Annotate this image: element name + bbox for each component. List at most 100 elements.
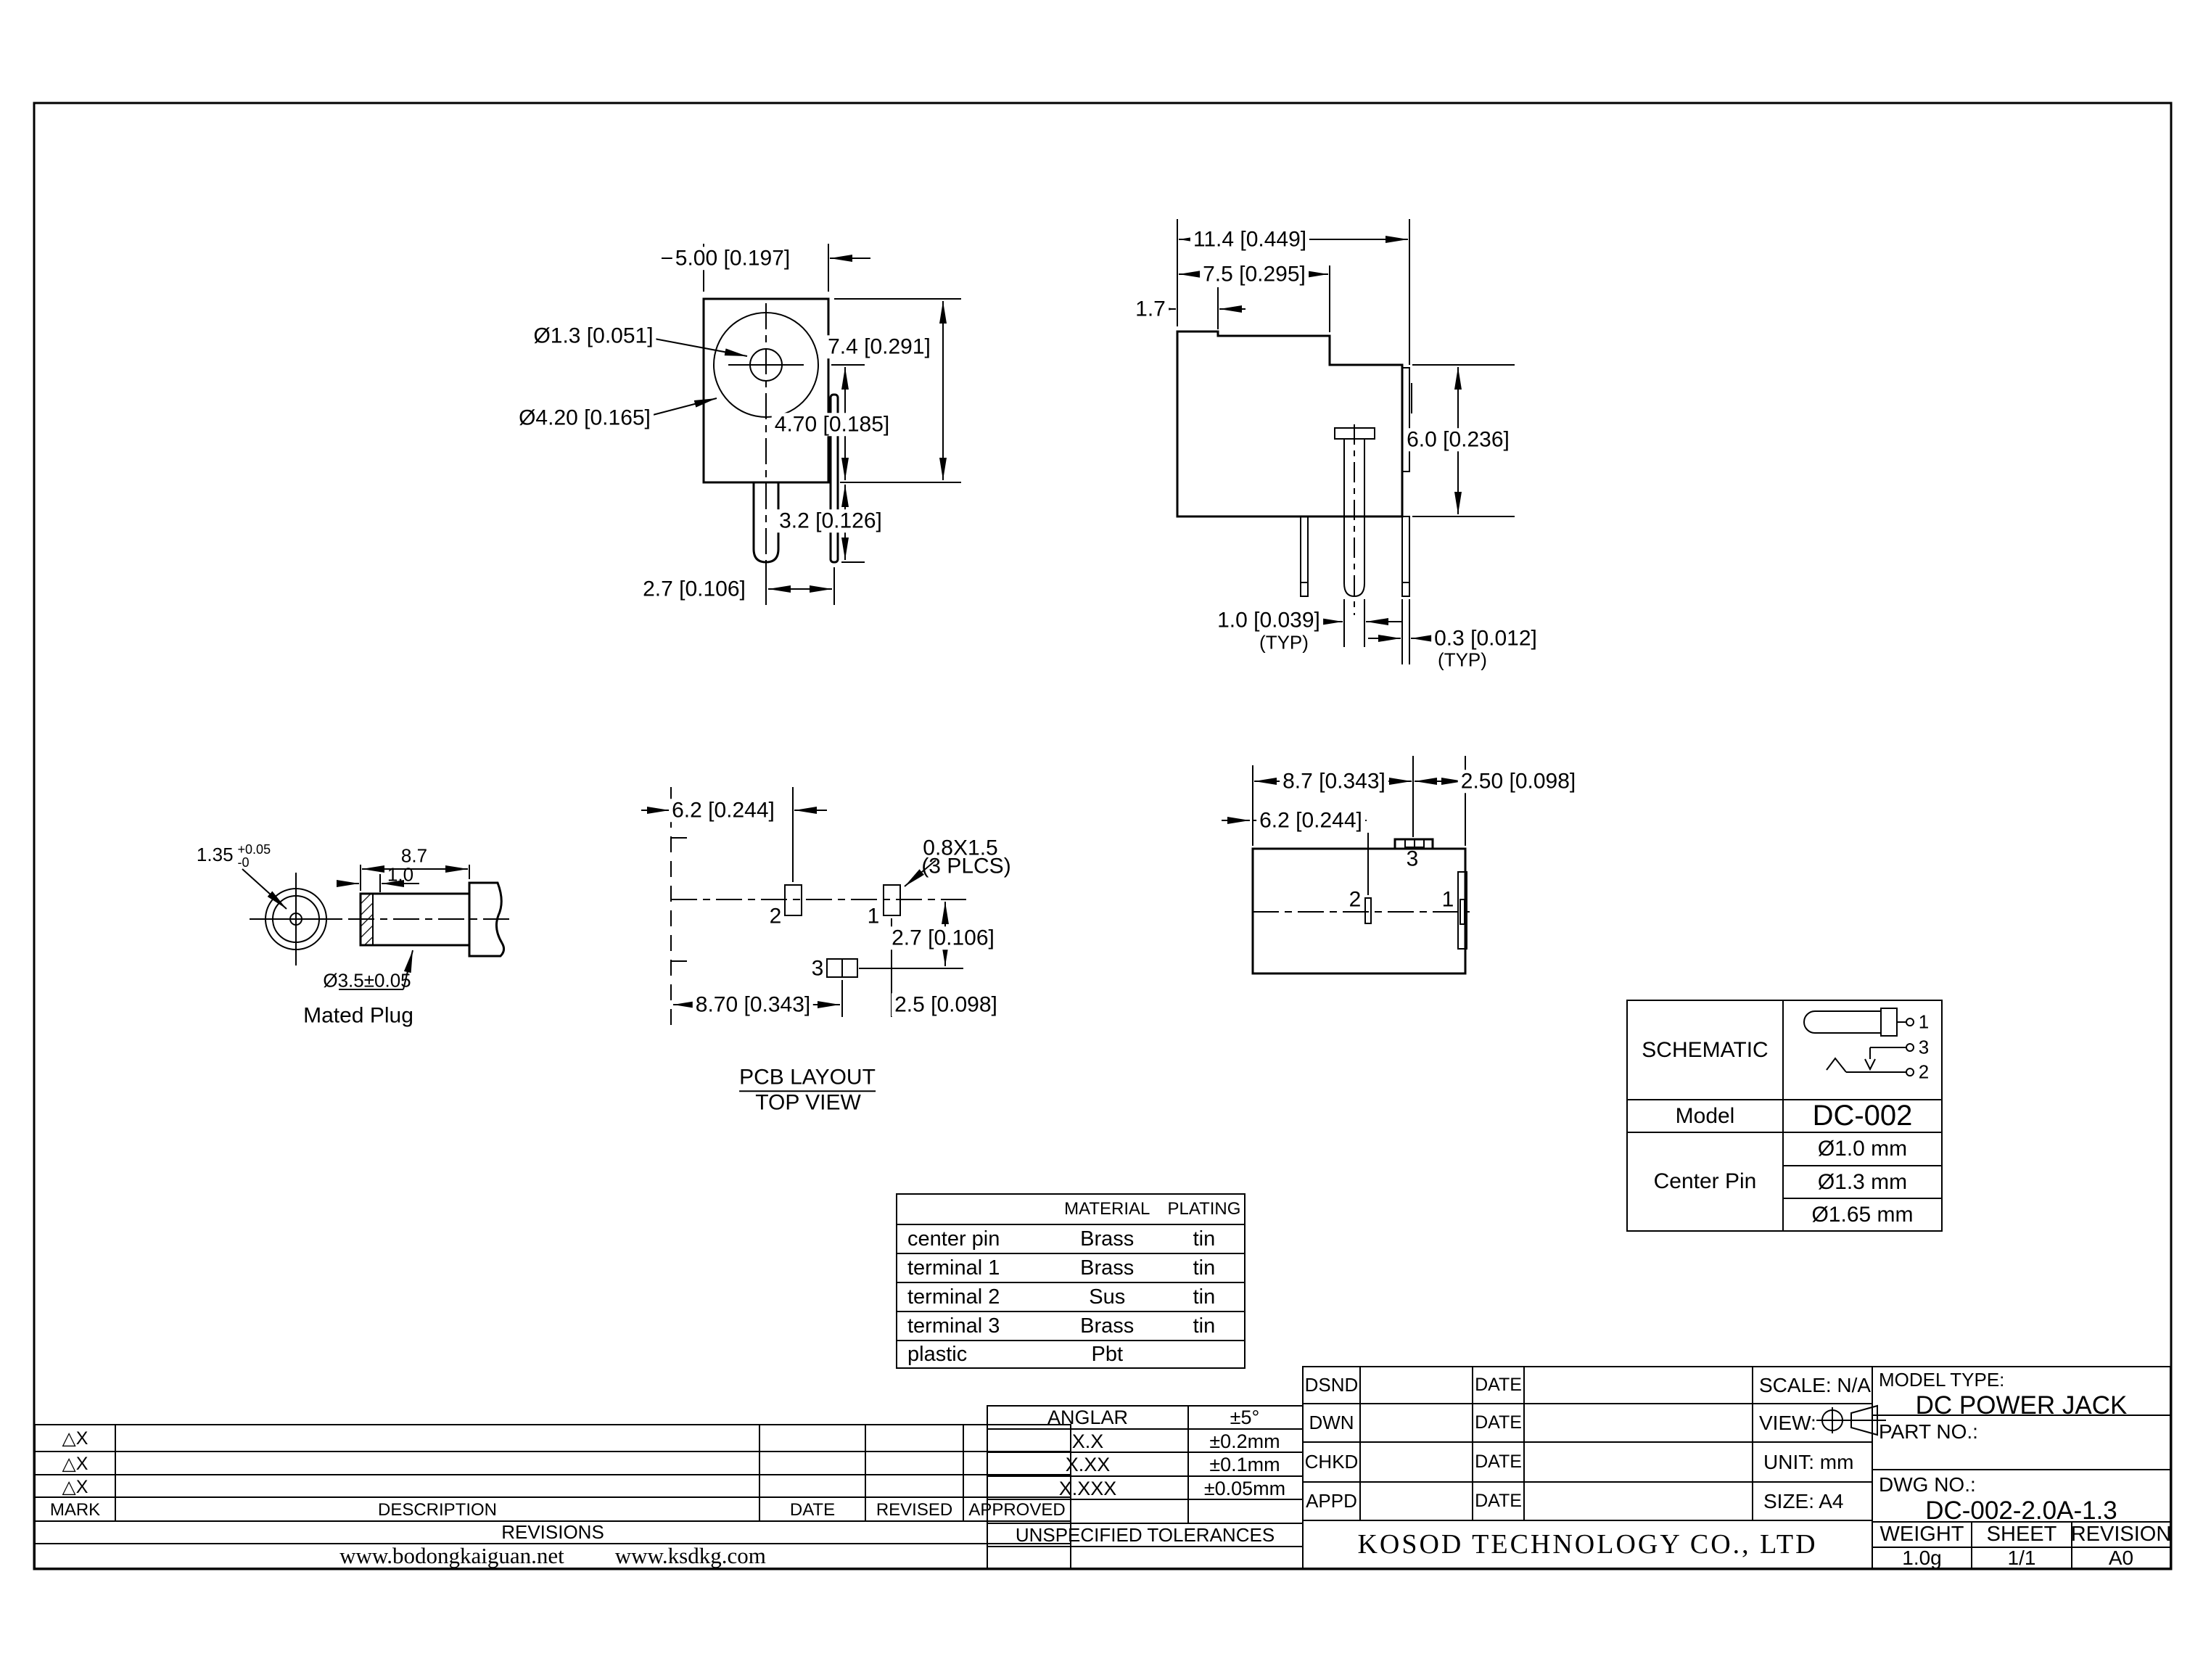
schematic-pin-option-3: Ø1.65 mm: [1782, 1198, 1941, 1230]
title-dsnd-label: DSND: [1304, 1374, 1359, 1396]
dim-front-height: 7.4 [0.291]: [825, 335, 934, 358]
schematic-node-2: 2: [1918, 1061, 1930, 1083]
company-name: KOSOD TECHNOLOGY CO., LTD: [1304, 1520, 1872, 1568]
material-plating: tin: [1193, 1227, 1216, 1251]
material-header-material: MATERIAL: [1064, 1199, 1150, 1219]
title-unit: UNIT: mm: [1752, 1441, 1872, 1481]
dim-plug-inner-dia: 1.35+0.05-0: [197, 843, 271, 869]
pcb-title: PCB LAYOUT: [739, 1066, 876, 1092]
tolerance-value: ±0.1mm: [1209, 1454, 1280, 1475]
sheet-value: 1/1: [1971, 1547, 2071, 1568]
material-part: terminal 3: [907, 1314, 1000, 1338]
revision-mark: △X: [62, 1454, 88, 1474]
revisions-urls-row: www.bodongkaiguan.net www.ksdkg.com: [36, 1543, 1070, 1568]
title-size: SIZE: A4: [1752, 1481, 1872, 1520]
dim-front-center-depth: 4.70 [0.185]: [771, 413, 893, 436]
tolerance-label: X.XXX: [1058, 1477, 1117, 1499]
title-date-value: [1523, 1441, 1752, 1481]
material-header-plating: PLATING: [1167, 1199, 1241, 1219]
plug-inner-dia-tolerance: +0.05-0: [238, 843, 271, 869]
title-dsnd-sign: [1359, 1367, 1472, 1403]
tolerance-row-empty: [988, 1499, 1302, 1523]
title-date-label: DATE: [1472, 1441, 1523, 1481]
revision-row-1: △X: [36, 1425, 1070, 1451]
tolerance-label: X.X: [1071, 1430, 1104, 1452]
schematic-node-1: 1: [1918, 1010, 1930, 1033]
title-dwn-label: DWN: [1304, 1403, 1359, 1441]
tolerance-divider: [1187, 1407, 1189, 1523]
title-date-value: [1523, 1481, 1752, 1520]
material-material: Brass: [1080, 1256, 1135, 1280]
sheet-label: SHEET: [1971, 1521, 2071, 1547]
title-chkd-sign: [1359, 1441, 1472, 1481]
dim-section-plate-thk: 0.3 [0.012]: [1431, 627, 1540, 650]
title-date-value: [1523, 1403, 1752, 1441]
material-material: Brass: [1080, 1227, 1135, 1251]
title-view-label: VIEW:: [1752, 1403, 1872, 1441]
revision-desc-cell: [115, 1452, 759, 1474]
tolerance-row-xxx: X.XX ±0.1mm: [988, 1452, 1302, 1475]
material-table-header: MATERIAL PLATING: [897, 1195, 1244, 1224]
revisions-table: △X △X △X MARK DESCRIPTION DATE REVISED A…: [34, 1424, 1071, 1569]
material-part: terminal 1: [907, 1256, 1000, 1280]
title-dwn-sign: [1359, 1403, 1472, 1441]
tolerance-note: UNSPECIFIED TOLERANCES: [988, 1523, 1302, 1546]
revisions-header-row: MARK DESCRIPTION DATE REVISED APPROVED: [36, 1496, 1070, 1520]
weight-value: 1.0g: [1872, 1547, 1971, 1568]
dim-section-total-width: 11.4 [0.449]: [1190, 228, 1310, 251]
revision-approved-cell: [963, 1425, 1070, 1451]
weight-label: WEIGHT: [1872, 1521, 1971, 1547]
revision-revised-cell: [865, 1425, 963, 1451]
dwg-no-value: DC-002-2.0A-1.3: [1925, 1496, 2117, 1521]
dim-side-pin3-offset: 2.50 [0.098]: [1457, 770, 1579, 793]
tolerance-value: ±0.2mm: [1209, 1430, 1280, 1452]
revision-desc-cell: [115, 1475, 759, 1496]
title-appd-label: APPD: [1304, 1481, 1359, 1520]
material-part: center pin: [907, 1227, 1000, 1251]
title-date-value: [1523, 1367, 1752, 1403]
header-description: DESCRIPTION: [115, 1498, 759, 1520]
tolerance-value: ±5°: [1230, 1407, 1260, 1428]
tolerance-row-xxxx: X.XXX ±0.05mm: [988, 1475, 1302, 1499]
tolerance-value: ±0.05mm: [1203, 1477, 1286, 1499]
title-block: DSND DWN CHKD APPD DATE DATE DATE DATE S…: [1302, 1366, 2171, 1569]
dim-section-lip: 1.7: [1132, 297, 1169, 321]
revision-approved-cell: [963, 1475, 1070, 1496]
dim-pcb-pitch-y: 2.7 [0.106]: [889, 926, 997, 950]
dim-section-plate-thk-typ: (TYP): [1435, 650, 1490, 670]
schematic-center-pin-label: Center Pin: [1628, 1132, 1782, 1230]
material-part: plastic: [907, 1342, 968, 1366]
tolerance-row-xx: X.X ±0.2mm: [988, 1428, 1302, 1452]
dim-front-barrel-dia: Ø4.20 [0.165]: [516, 406, 654, 429]
material-part: terminal 2: [907, 1285, 1000, 1309]
dim-section-pin-width-typ: (TYP): [1256, 633, 1312, 653]
revision-revised-cell: [865, 1452, 963, 1474]
dim-pcb-slot-qty: (3 PLCS): [921, 854, 1011, 878]
side-pad3-label: 3: [1406, 847, 1419, 871]
title-date-label: DATE: [1472, 1403, 1523, 1441]
title-scale: SCALE: N/A: [1752, 1367, 1872, 1403]
schematic-table: SCHEMATIC Model DC-002 Center Pin Ø1.0 m…: [1626, 1000, 1943, 1232]
header-mark: MARK: [49, 1499, 101, 1520]
revision-mark: △X: [62, 1476, 88, 1497]
revision-date-cell: [759, 1425, 865, 1451]
part-no-label: PART NO.:: [1879, 1420, 1978, 1443]
dim-plug-length: 8.7: [400, 844, 428, 867]
dim-pcb-length: 8.70 [0.343]: [692, 993, 814, 1016]
dim-section-body-depth: 7.5 [0.295]: [1200, 263, 1309, 286]
revision-desc-cell: [115, 1425, 759, 1451]
dim-front-pin-offset: 2.7 [0.106]: [640, 577, 749, 601]
dim-plug-outer-dia: Ø3.5±0.05: [323, 969, 411, 992]
revision-date-cell: [759, 1452, 865, 1474]
revision-row-2: △X: [36, 1451, 1070, 1474]
dwg-no-label: DWG NO.:: [1879, 1473, 1976, 1496]
schematic-model-value: DC-002: [1782, 1099, 1941, 1132]
side-pad1-label: 1: [1441, 887, 1454, 912]
plug-tol-minus: -0: [237, 855, 250, 870]
schematic-header-cell: SCHEMATIC: [1642, 1037, 1769, 1062]
schematic-pin-option-1: Ø1.0 mm: [1782, 1132, 1941, 1165]
schematic-model-label: Model: [1628, 1099, 1782, 1132]
title-chkd-label: CHKD: [1304, 1441, 1359, 1481]
url-bodongkaiguan: www.bodongkaiguan.net: [339, 1543, 564, 1568]
dim-pcb-slot: 0.8X1.5: [923, 836, 998, 860]
